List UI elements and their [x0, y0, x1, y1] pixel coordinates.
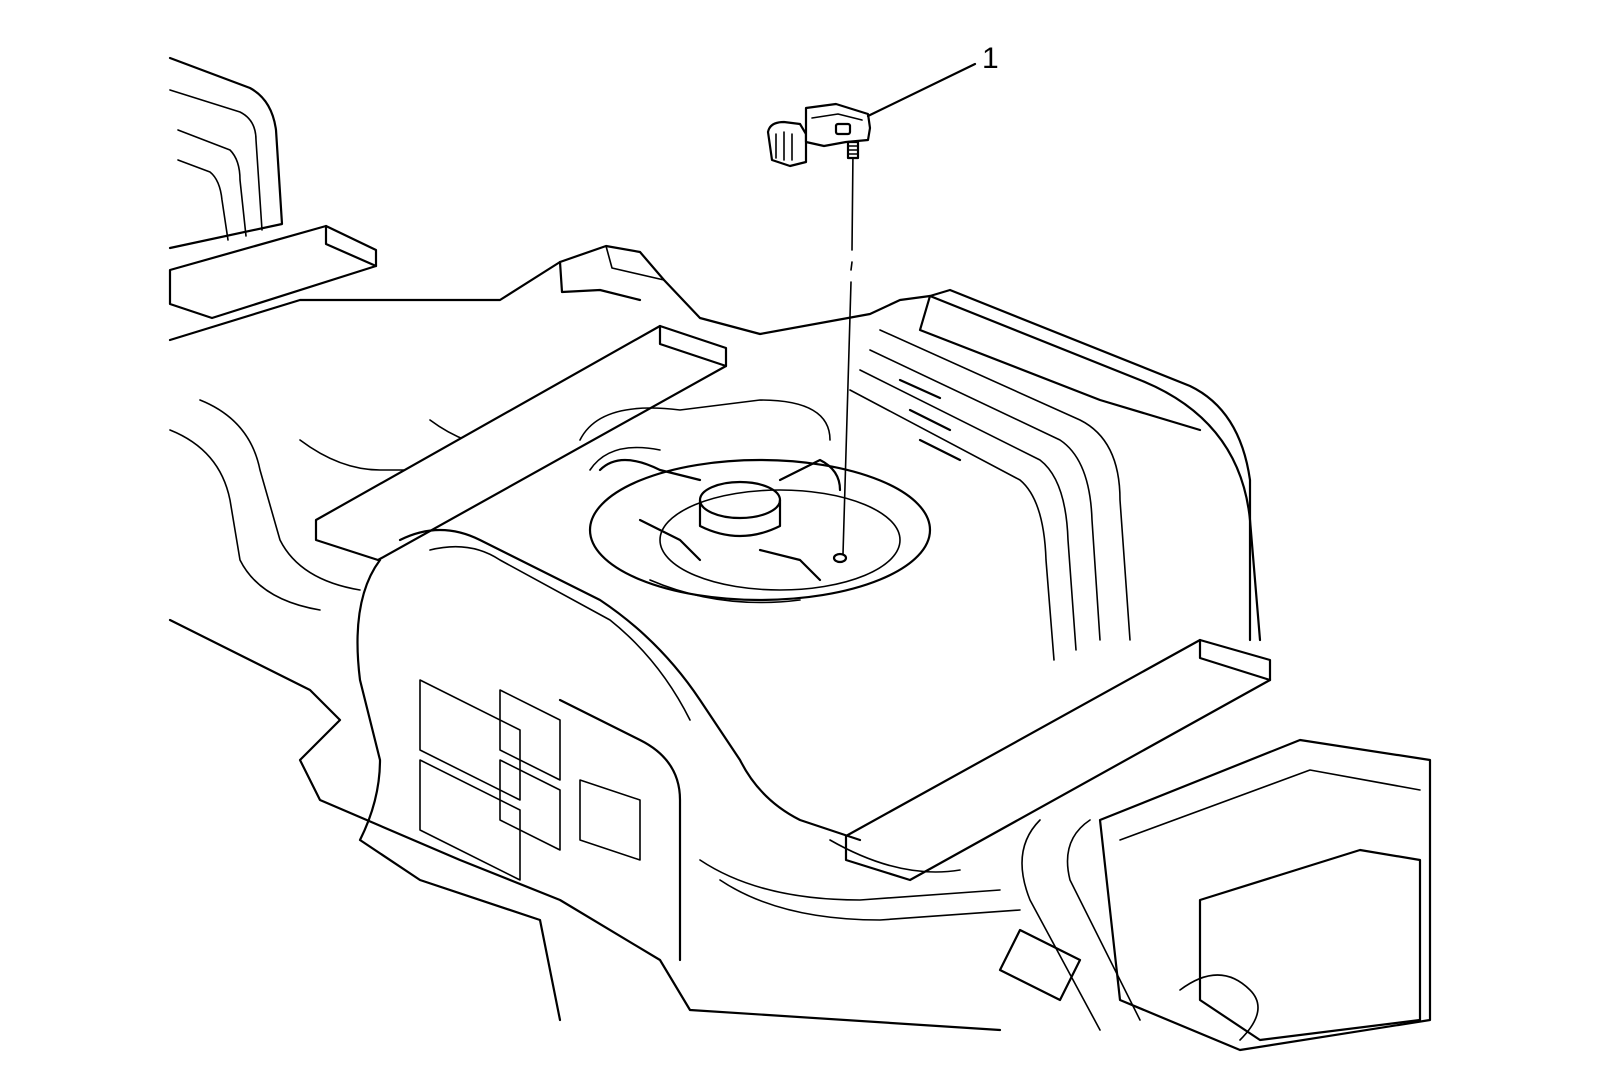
fuel-tank: [168, 244, 1262, 1032]
installation-leader-line: [842, 149, 854, 555]
fuel-pump-module: [579, 399, 932, 604]
crossmember-center: [314, 324, 728, 562]
tank-lower-body: [356, 528, 862, 1022]
fuel-tank-pressure-sensor-icon: [766, 102, 872, 168]
frame-rail-left: [168, 56, 284, 250]
callout-leader-line: [866, 62, 977, 118]
hoses-lower: [699, 839, 1021, 921]
crossmember-lower-right: [844, 638, 1272, 882]
sensor-port-hole: [832, 552, 848, 564]
tank-label-panel: [499, 689, 561, 851]
evap-canister: [998, 738, 1432, 1052]
crossmember-upper-left: [168, 224, 378, 320]
callout-number-1: 1: [982, 42, 999, 75]
frame-rail-right: [849, 288, 1252, 661]
